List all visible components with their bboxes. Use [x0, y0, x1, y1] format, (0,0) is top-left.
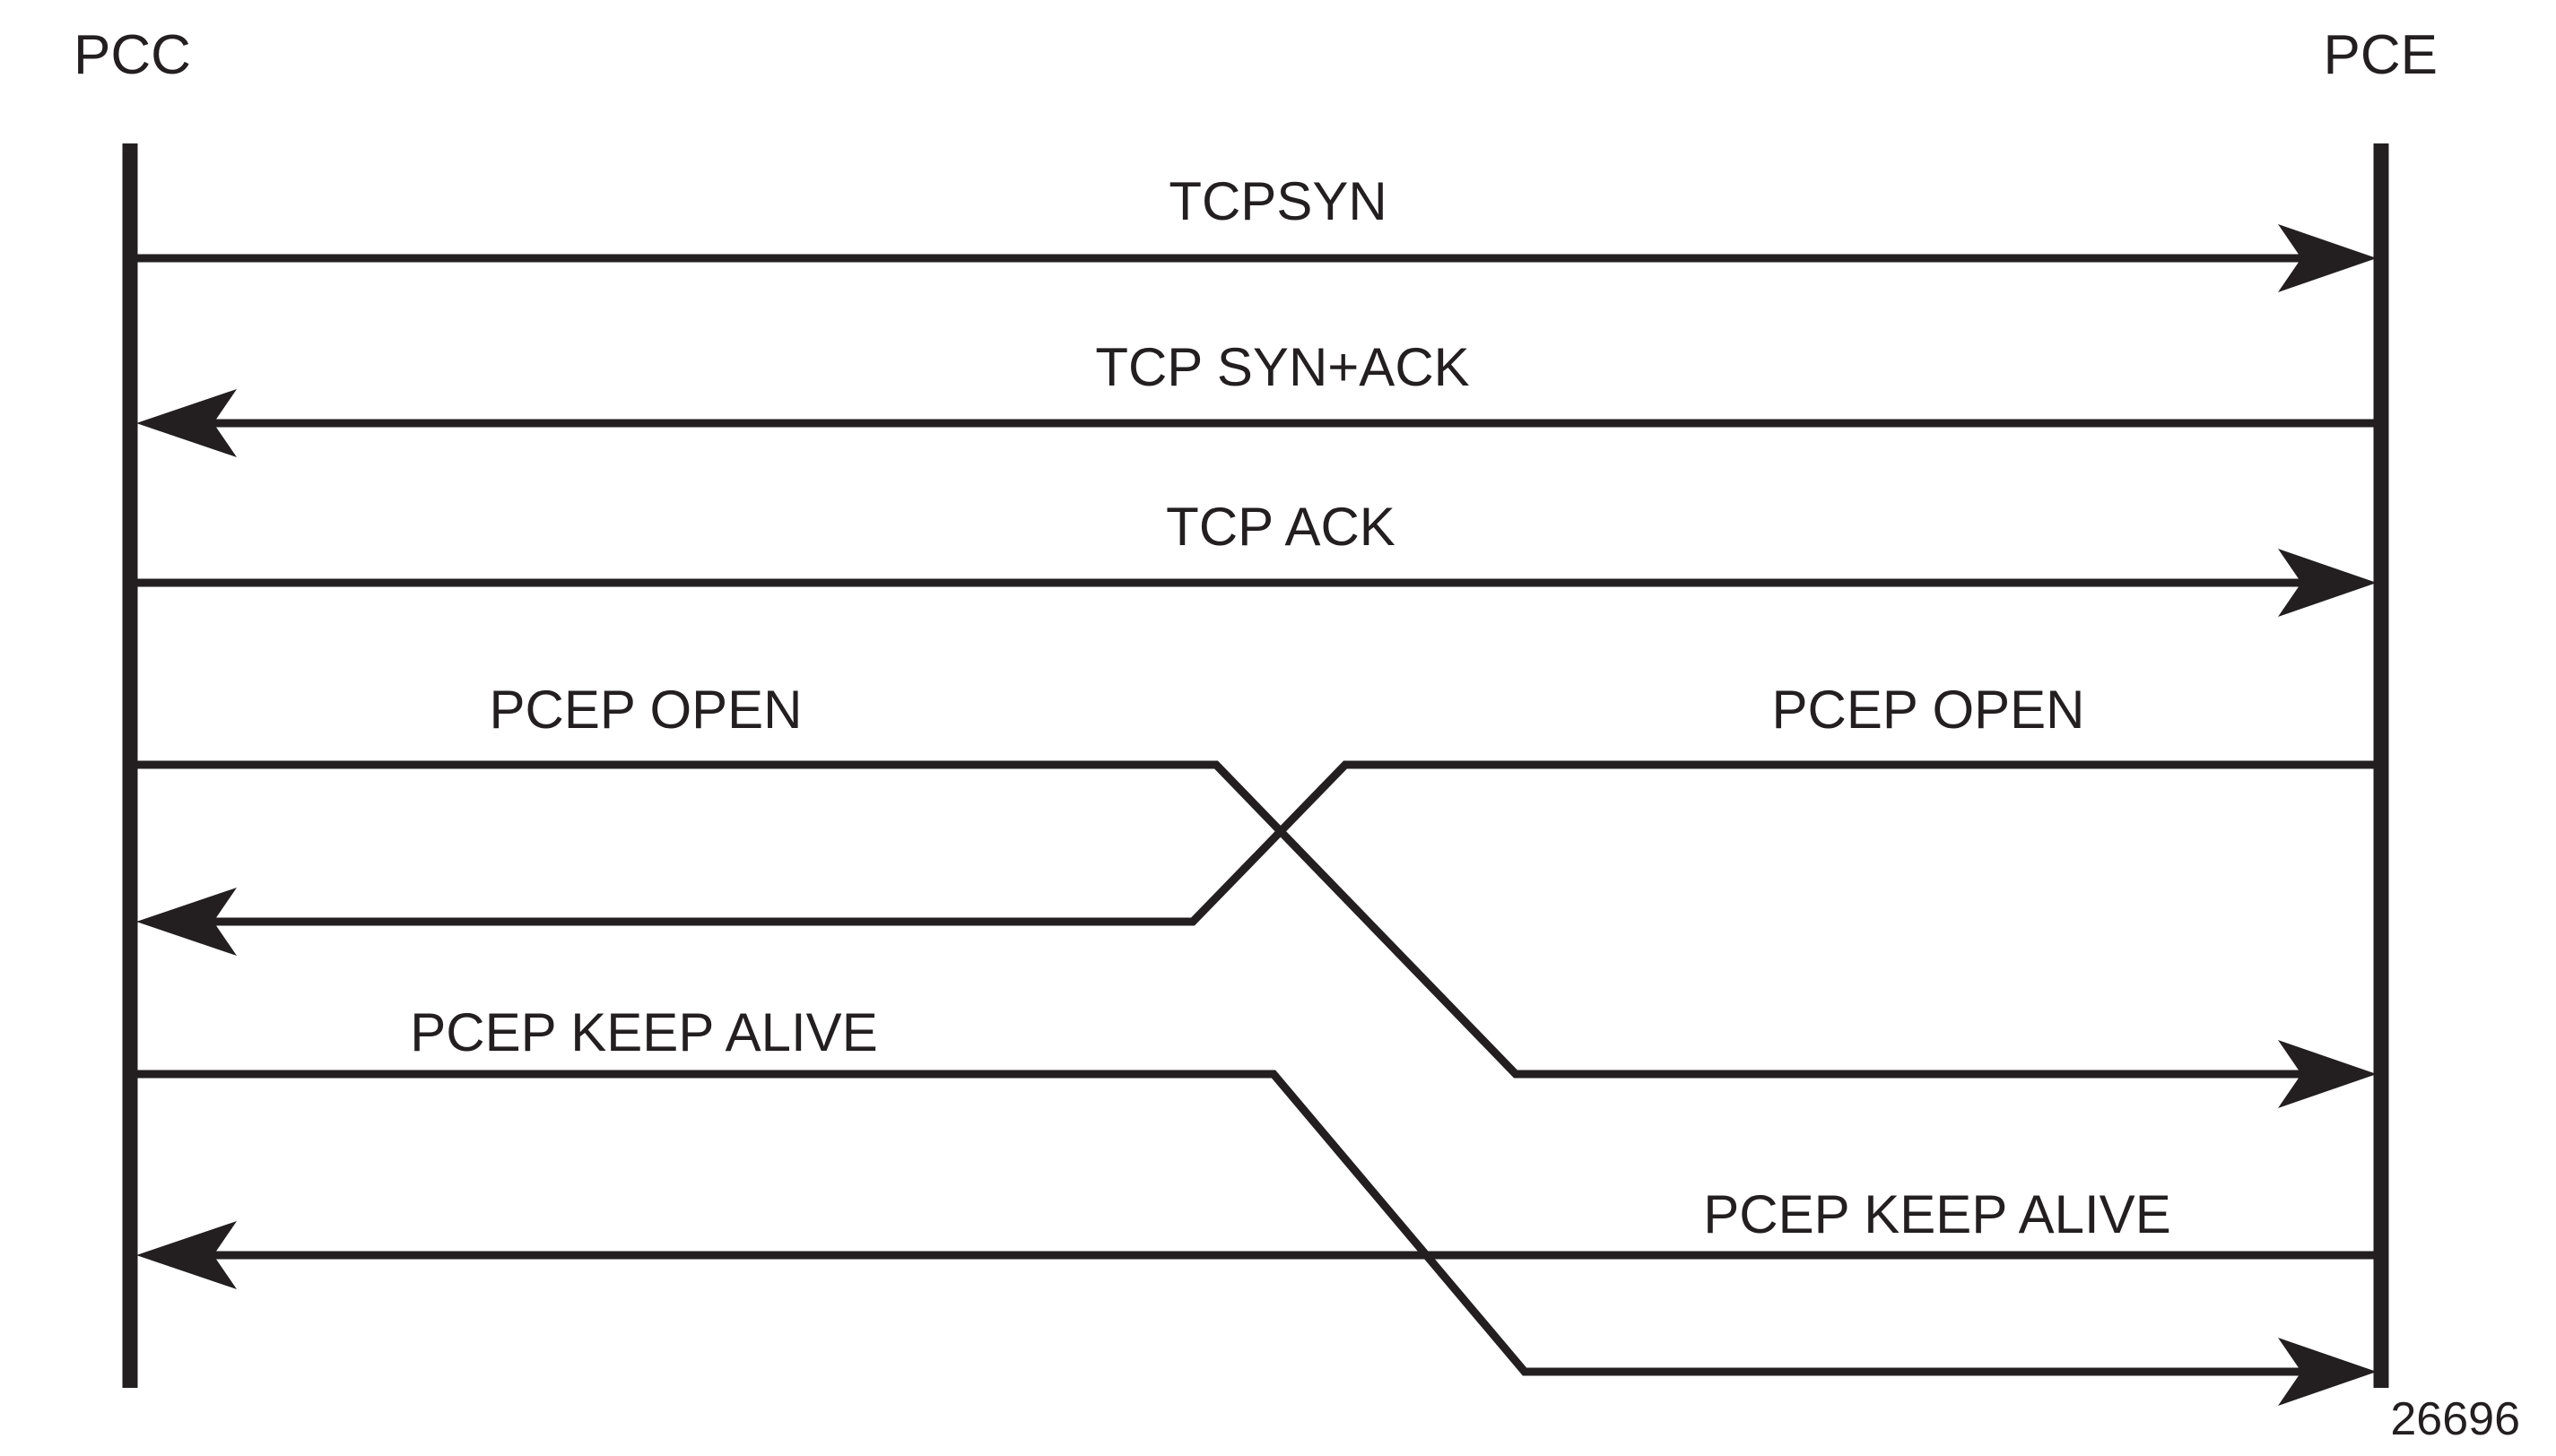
message-tcp-syn-ack: TCP SYN+ACK: [136, 337, 2377, 457]
arrowhead-right-icon: [2278, 549, 2377, 617]
message-label-pcep-keepalive-response: PCEP KEEP ALIVE: [1703, 1184, 2170, 1244]
message-label-pcep-open-request: PCEP OPEN: [489, 680, 802, 740]
message-pcep-keepalive-response: PCEP KEEP ALIVE: [136, 1184, 2377, 1289]
message-label-pcep-open-response: PCEP OPEN: [1771, 680, 2084, 740]
message-pcep-keepalive-request: PCEP KEEP ALIVE: [136, 1002, 2377, 1406]
arrowhead-right-icon: [2278, 224, 2377, 292]
arrowhead-right-icon: [2278, 1338, 2377, 1406]
message-label-pcep-keepalive-request: PCEP KEEP ALIVE: [410, 1002, 877, 1062]
message-pcep-open-response: PCEP OPEN: [136, 680, 2377, 956]
message-tcp-syn: TCPSYN: [136, 171, 2377, 292]
arrowhead-left-icon: [136, 888, 237, 956]
message-line-pcep-open-response: [169, 760, 2377, 926]
message-label-tcp-syn: TCPSYN: [1169, 171, 1387, 231]
figure-number: 26696: [2390, 1393, 2520, 1445]
actor-label-pcc: PCC: [74, 24, 191, 86]
arrowhead-left-icon: [136, 389, 237, 457]
arrowhead-right-icon: [2278, 1040, 2377, 1108]
message-tcp-ack: TCP ACK: [136, 497, 2377, 617]
message-label-tcp-syn-ack: TCP SYN+ACK: [1095, 337, 1469, 397]
message-line-pcep-open-request: [136, 760, 2350, 1079]
message-pcep-open-request: PCEP OPEN: [136, 680, 2377, 1108]
message-line-pcep-keepalive-request: [136, 1070, 2350, 1376]
actor-label-pce: PCE: [2324, 24, 2438, 86]
message-label-tcp-ack: TCP ACK: [1166, 497, 1395, 557]
arrowhead-left-icon: [136, 1221, 237, 1289]
